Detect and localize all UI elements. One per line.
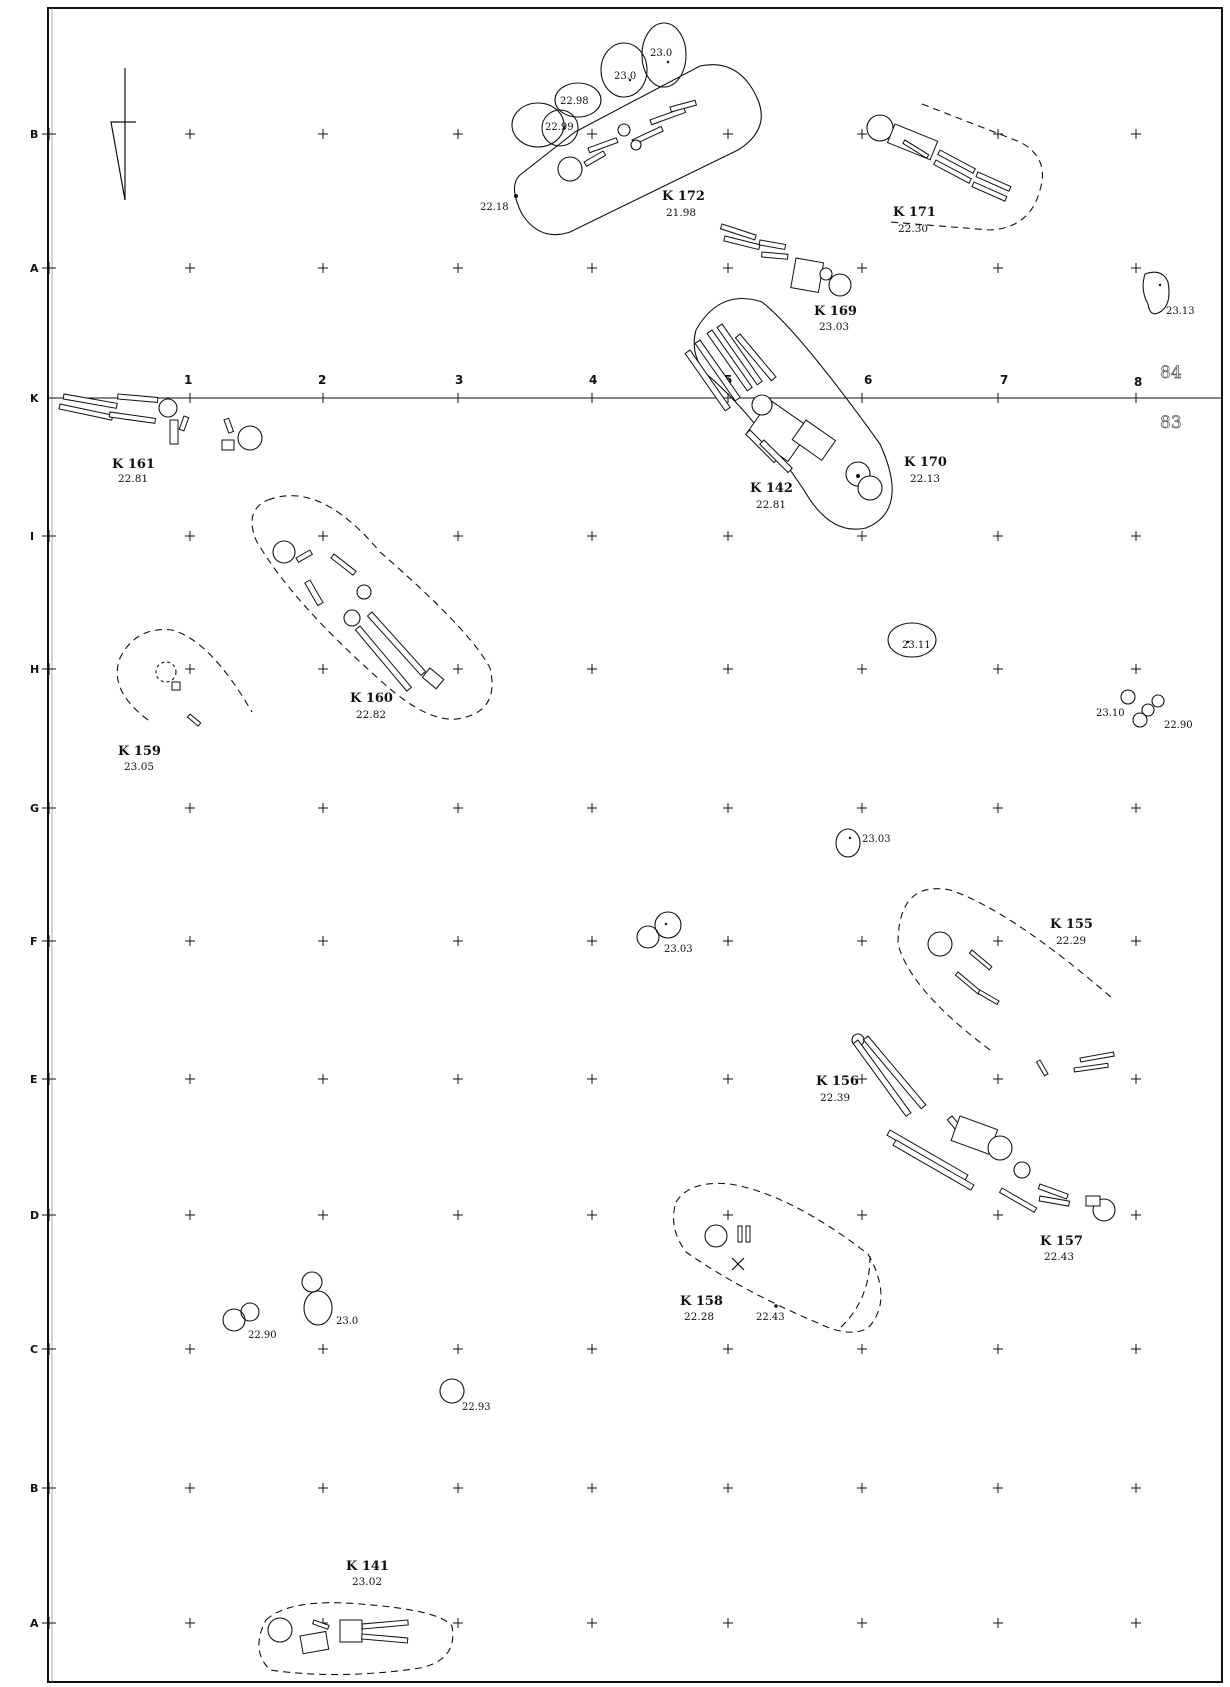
grave-label: K 157 xyxy=(1040,1234,1083,1249)
row-label: B xyxy=(30,128,38,141)
grave-k160 xyxy=(251,495,493,720)
spot-elevation: 22.93 xyxy=(462,1402,491,1413)
plan-frame xyxy=(47,7,1223,1683)
grave-label: K 142 xyxy=(750,481,793,496)
column-label: 1 xyxy=(184,373,192,387)
grave-elevation: 22.39 xyxy=(820,1092,850,1104)
pit xyxy=(1142,271,1170,315)
spot-elevation: 23.0 xyxy=(650,48,672,59)
grave-k157 xyxy=(886,1115,1116,1222)
pit xyxy=(636,911,682,949)
spot-elevation: 22.90 xyxy=(1164,720,1193,731)
grave-elevation: 22.30 xyxy=(898,223,928,235)
pit xyxy=(887,622,937,658)
grave-k172 xyxy=(511,22,762,236)
column-label: 8 xyxy=(1134,375,1142,389)
grave-label: K 156 xyxy=(816,1074,859,1089)
grave-label: K 171 xyxy=(893,205,936,220)
grave-elevation: 23.03 xyxy=(819,321,849,333)
spot-elevation: 23.0 xyxy=(336,1316,358,1327)
grave-k159 xyxy=(116,629,253,727)
spot-elevation: 23.0 xyxy=(614,71,636,82)
grid-crosses xyxy=(185,129,1141,1628)
row-label: K xyxy=(30,392,39,405)
grave-label: K 170 xyxy=(904,455,947,470)
grave-k156 xyxy=(851,1033,969,1139)
grave-label: K 161 xyxy=(112,457,155,472)
grave-elevation: 21.98 xyxy=(666,207,696,219)
grave-label: K 155 xyxy=(1050,917,1093,932)
grave-elevation: 22.82 xyxy=(356,709,386,721)
grave-k141 xyxy=(258,1602,454,1676)
spot-elevation: 23.03 xyxy=(664,944,693,955)
spot-elevation: 22.43 xyxy=(756,1312,785,1323)
spot-elevation: 22.99 xyxy=(545,122,574,133)
row-label: G xyxy=(30,802,39,815)
grave-elevation: 23.02 xyxy=(352,1576,382,1588)
grave-k142-k170 xyxy=(684,298,893,530)
row-label: A xyxy=(30,1617,39,1630)
spot-elevation: 22.90 xyxy=(248,1330,277,1341)
spot-elevation: 23.13 xyxy=(1166,306,1195,317)
column-label: 7 xyxy=(1000,373,1008,387)
north-arrow-icon xyxy=(110,68,136,201)
grave-label: K 160 xyxy=(350,691,393,706)
row-ticks xyxy=(42,128,56,1629)
grave-k161 xyxy=(58,393,263,451)
spot-elevation: 22.98 xyxy=(560,96,589,107)
spot-elevation: 23.10 xyxy=(1096,708,1125,719)
grave-elevation: 22.81 xyxy=(118,473,148,485)
grave-label: K 158 xyxy=(680,1294,723,1309)
grave-k171 xyxy=(866,103,1044,231)
row-label: B xyxy=(30,1482,38,1495)
pit xyxy=(222,1271,465,1404)
row-label: E xyxy=(30,1073,38,1086)
grave-elevation: 22.29 xyxy=(1056,935,1086,947)
grave-label: K 141 xyxy=(346,1559,389,1574)
pit xyxy=(1120,689,1165,728)
spot-elevation: 23.11 xyxy=(902,640,931,651)
spot-elevation: 23.03 xyxy=(862,834,891,845)
row-label: C xyxy=(30,1343,38,1356)
grid-row-labels: B A K I H G F E D C B A xyxy=(30,128,39,1630)
grave-elevation: 22.13 xyxy=(910,473,940,485)
grave-k155 xyxy=(897,888,1115,1077)
sheet-number-north: 84 xyxy=(1160,363,1182,383)
column-label: 2 xyxy=(318,373,326,387)
grave-label: K 169 xyxy=(814,304,857,319)
row-label: D xyxy=(30,1209,39,1222)
grave-elevation: 22.81 xyxy=(756,499,786,511)
column-label: 4 xyxy=(589,373,597,387)
grave-k169 xyxy=(719,223,852,297)
column-label: 6 xyxy=(864,373,872,387)
row-label: I xyxy=(30,530,34,543)
grave-elevation: 22.43 xyxy=(1044,1251,1074,1263)
grave-k158 xyxy=(673,1182,882,1333)
grave-label: K 159 xyxy=(118,744,161,759)
grave-elevation: 23.05 xyxy=(124,761,154,773)
row-label: A xyxy=(30,262,39,275)
row-label: F xyxy=(30,935,38,948)
grave-label: K 172 xyxy=(662,189,705,204)
grave-elevation: 22.28 xyxy=(684,1311,714,1323)
spot-elevation: 22.18 xyxy=(480,202,509,213)
pit xyxy=(835,828,861,858)
row-label: H xyxy=(30,663,39,676)
column-label: 3 xyxy=(455,373,463,387)
grid-column-labels: 1 2 3 4 5 6 7 8 xyxy=(184,373,1142,389)
sheet-number-south: 83 xyxy=(1160,413,1182,433)
